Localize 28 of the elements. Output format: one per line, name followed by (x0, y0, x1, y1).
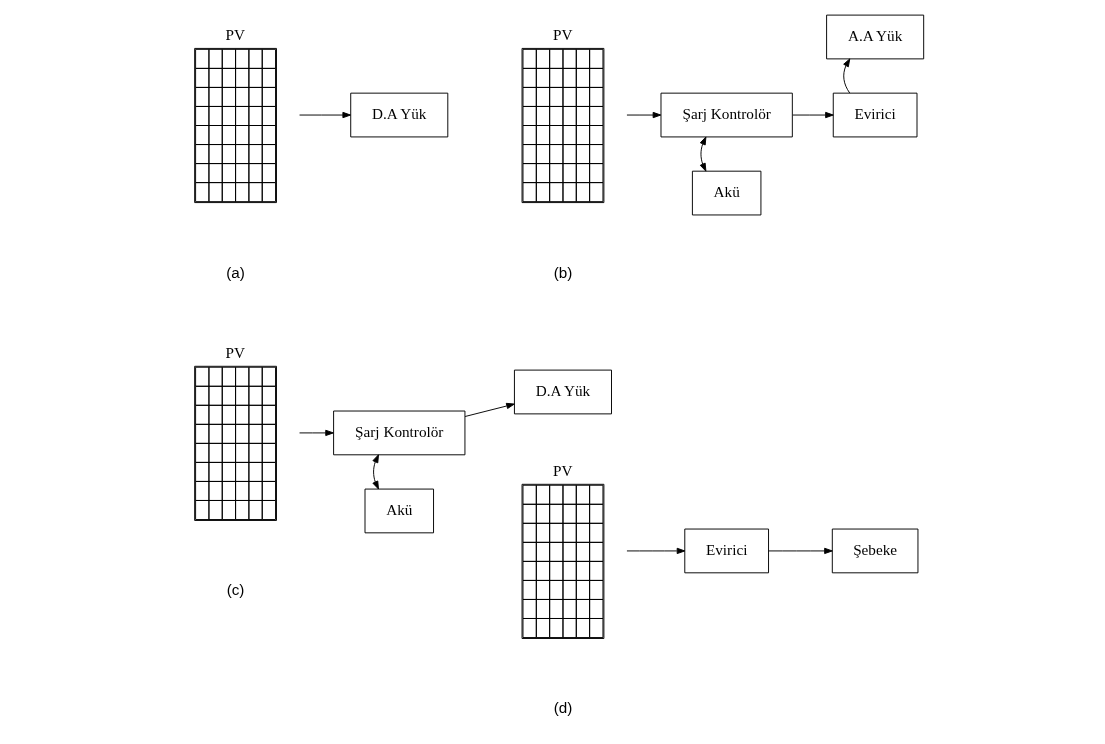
node-box: Evirici (832, 92, 918, 138)
arrow (768, 547, 833, 555)
arrow (299, 111, 351, 119)
arrow (626, 111, 662, 119)
arrow (699, 136, 707, 172)
node-box: Şarj Kontrolör (333, 410, 466, 456)
label: (a) (226, 263, 245, 281)
arrow (372, 454, 379, 490)
node-label: PV (225, 25, 246, 43)
node-box: Şarj Kontrolör (660, 92, 793, 138)
arrow (843, 58, 851, 94)
node-label: PV (552, 461, 573, 479)
arrow (464, 402, 515, 417)
arrow (299, 429, 334, 437)
label: (b) (553, 263, 573, 281)
node-box: Akü (691, 170, 762, 216)
node-box: Şebeke (831, 528, 919, 574)
arrow (792, 111, 834, 119)
node-label: PV (225, 343, 246, 361)
node-box: D.A Yük (513, 369, 612, 415)
node-box: A.A Yük (826, 14, 925, 60)
label: (c) (226, 581, 245, 599)
node-label: PV (552, 25, 573, 43)
arrow (626, 547, 686, 555)
node-box: Evirici (684, 528, 769, 574)
node-box: D.A Yük (350, 92, 449, 138)
label: (d) (553, 699, 573, 717)
node-box: Akü (364, 488, 434, 534)
